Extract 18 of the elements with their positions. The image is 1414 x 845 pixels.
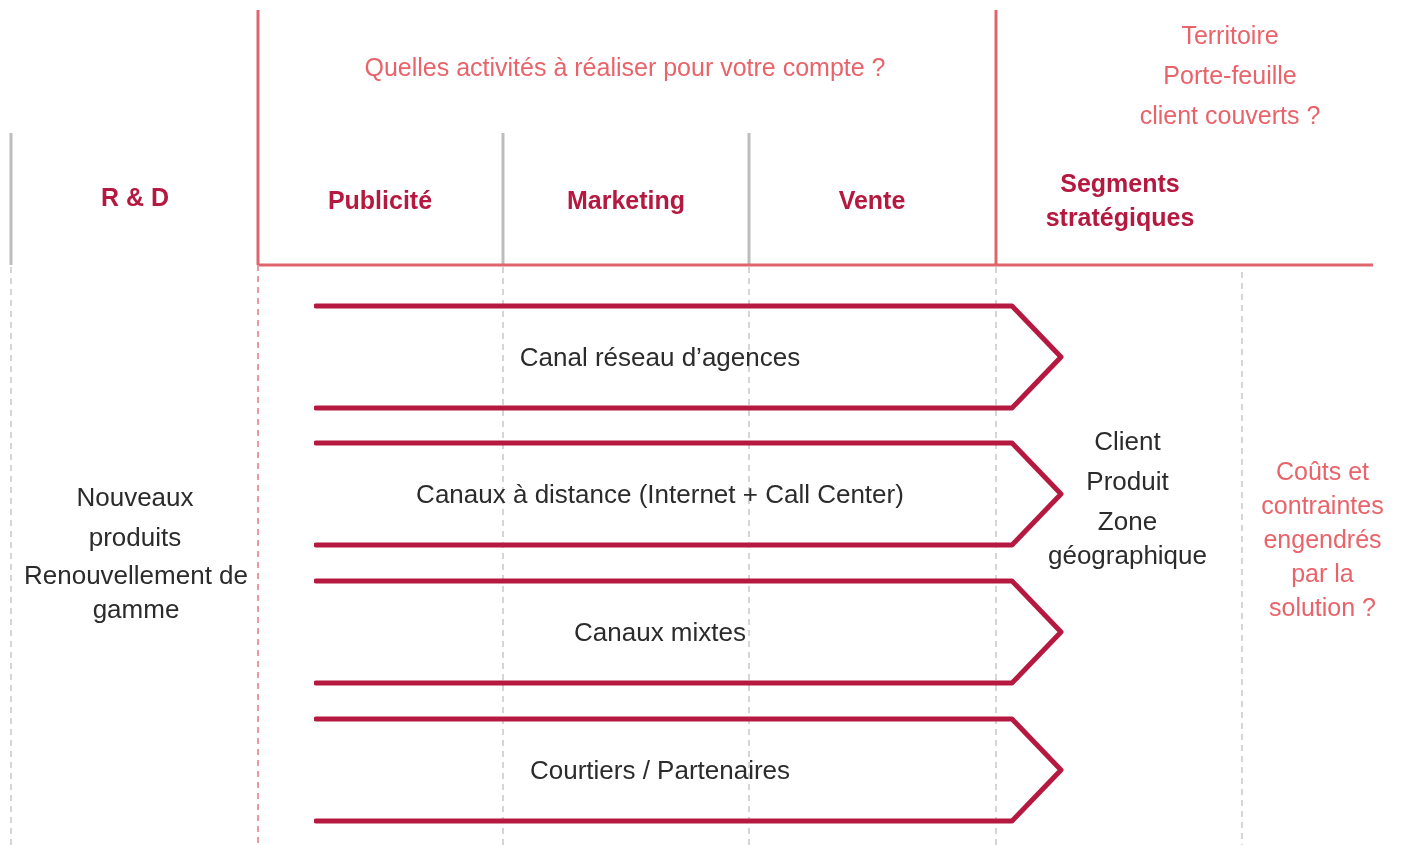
column-heading: Vente	[837, 185, 907, 216]
channel-band: Canaux à distance (Internet + Call Center)	[314, 440, 1066, 548]
body-text: Produit	[1085, 465, 1170, 498]
question-text: Coûts et contraintes engendrés par la solution ?	[1260, 456, 1385, 623]
question-heading: Territoire	[1180, 20, 1280, 50]
question-heading: client couverts ?	[1138, 100, 1322, 130]
channel-band: Canaux mixtes	[314, 578, 1066, 686]
column-heading: Marketing	[565, 185, 687, 216]
question-heading: Quelles activités à réaliser pour votre compte ?	[363, 52, 887, 82]
channel-band: Courtiers / Partenaires	[314, 716, 1066, 824]
channel-band: Canal réseau d’agences	[314, 303, 1066, 411]
body-text: Client	[1093, 425, 1162, 458]
body-text: Nouveaux produits	[75, 481, 195, 554]
question-heading: Porte-feuille	[1162, 60, 1298, 90]
column-heading: R & D	[99, 182, 171, 213]
column-heading: Segments stratégiques	[1044, 168, 1196, 233]
body-text: Renouvellement de gamme	[22, 559, 249, 626]
column-heading: Publicité	[326, 185, 434, 216]
